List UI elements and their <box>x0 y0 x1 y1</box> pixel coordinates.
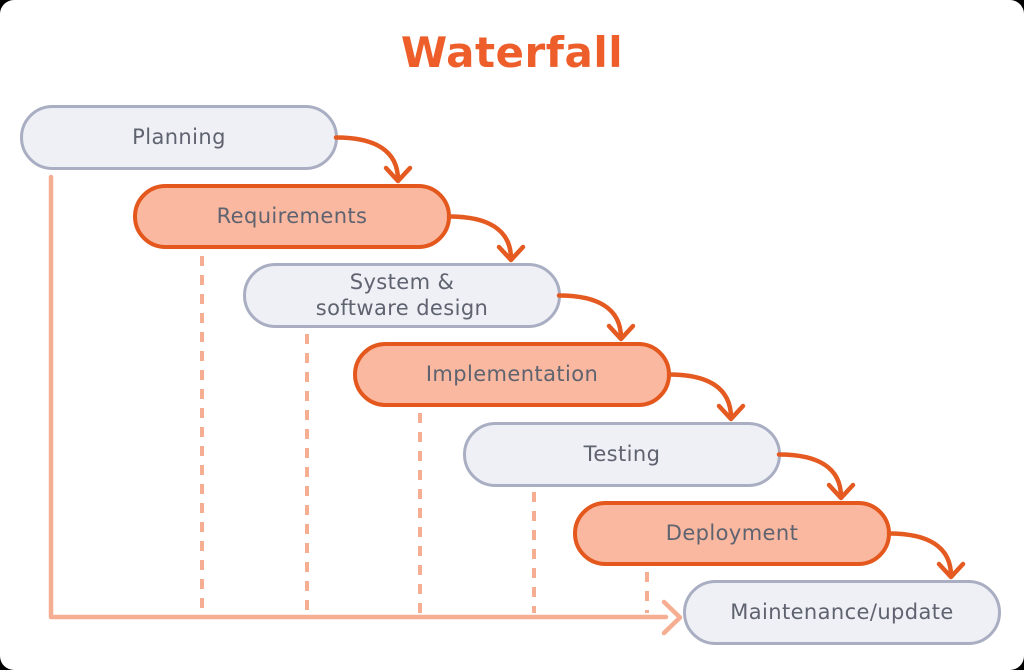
stage-label: System & software design <box>315 270 489 320</box>
arrow-testing-to-deployment <box>776 452 856 501</box>
arrow-curve <box>666 372 734 421</box>
arrow-head-icon <box>936 561 966 580</box>
stage-planning: Planning <box>20 105 338 170</box>
arrow-head-icon <box>606 323 636 342</box>
stage-label: Deployment <box>665 520 799 545</box>
arrow-implementation-to-testing <box>666 372 746 422</box>
arrow-curve <box>776 452 844 500</box>
stage-requirements: Requirements <box>133 184 451 249</box>
arrow-requirements-to-system-design <box>446 214 526 263</box>
arrow-curve <box>886 531 954 579</box>
stage-label: Planning <box>132 124 226 149</box>
feedback-arrowhead-icon <box>661 599 683 636</box>
arrow-planning-to-requirements <box>333 135 413 184</box>
arrow-curve <box>556 293 624 341</box>
stage-label: Implementation <box>425 361 599 386</box>
arrow-deployment-to-maintenance <box>886 531 966 580</box>
arrow-curve <box>446 214 514 262</box>
arrow-head-icon <box>716 403 746 422</box>
arrow-head-icon <box>496 244 526 263</box>
stage-label: Testing <box>583 441 661 466</box>
stage-label: Maintenance/update <box>730 599 954 624</box>
stage-testing: Testing <box>463 422 781 487</box>
stage-deployment: Deployment <box>573 501 891 566</box>
arrow-head-icon <box>383 165 413 184</box>
stage-label: Requirements <box>216 203 368 228</box>
arrow-curve <box>333 135 401 183</box>
stage-system-software-design: System & software design <box>243 263 561 328</box>
stage-maintenance-update: Maintenance/update <box>683 580 1001 645</box>
arrow-head-icon <box>826 482 856 501</box>
diagram-title: Waterfall <box>400 28 624 77</box>
stage-implementation: Implementation <box>353 342 671 407</box>
arrow-system-design-to-implementation <box>556 293 636 342</box>
